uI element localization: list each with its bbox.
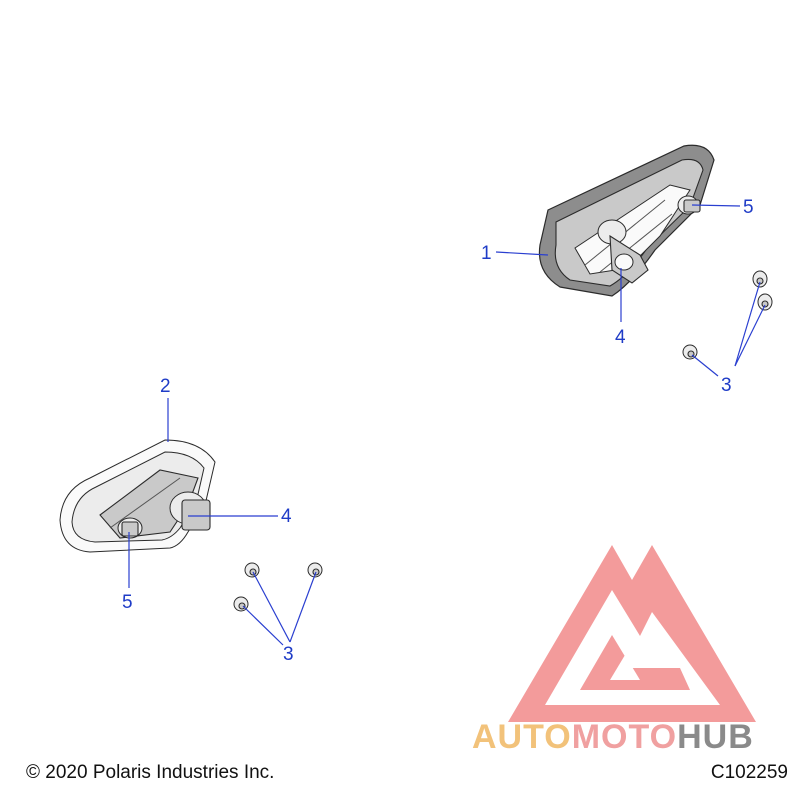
copyright-notice: © 2020 Polaris Industries Inc. [26,762,275,783]
lower-push-nuts [233,562,323,612]
upper-tail-lamp [538,144,715,297]
callout-upper-push-nuts: 3 [721,375,732,396]
callout-upper-bulb-socket: 4 [615,327,626,348]
drawing-id: C102259 [710,762,788,783]
callout-upper-wedge-bulb: 5 [743,197,754,218]
callout-lower-lamp: 2 [160,376,171,397]
leader-lines [128,204,766,646]
watermark-text: AUTOMOTOHUB [472,718,754,757]
watermark-hub: HUB [677,718,754,756]
upper-push-nuts [682,270,773,360]
callout-lower-bulb-socket: 4 [281,506,292,527]
lower-bulb-socket [169,491,211,531]
watermark-auto: AUTO [472,718,572,756]
callout-upper-lamp: 1 [481,243,492,264]
upper-wedge-bulb [677,195,701,215]
watermark-moto: MOTO [571,718,678,756]
upper-bulb-socket [597,219,649,284]
callout-lower-push-nuts: 3 [283,644,294,665]
watermark-logo [508,545,756,722]
callout-lower-wedge-bulb: 5 [122,592,133,613]
lower-wedge-bulb [117,517,143,539]
